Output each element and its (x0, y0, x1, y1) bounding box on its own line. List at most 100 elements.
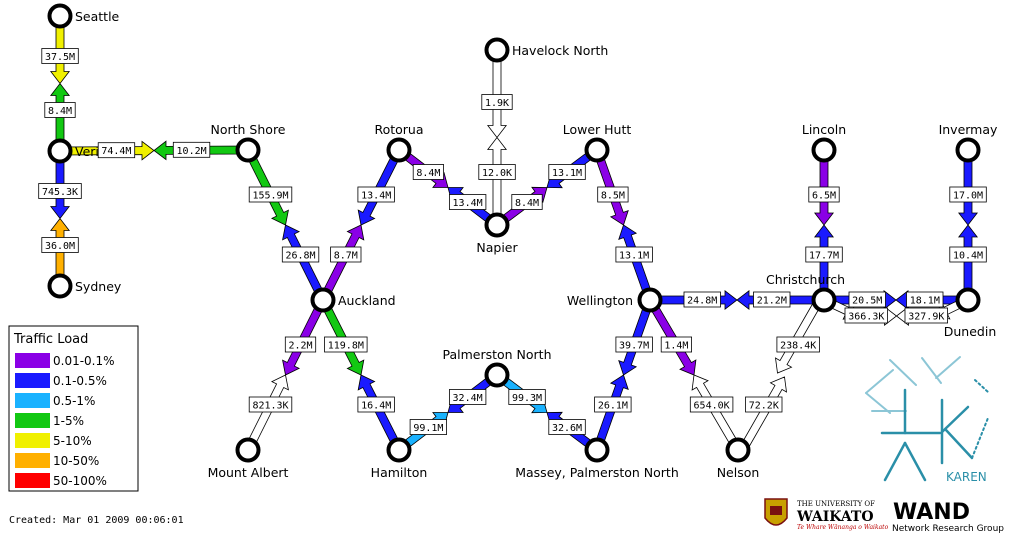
legend-item: 10-50% (15, 453, 99, 468)
link-wellington-christchurch-ab-label-value: 24.8M (687, 296, 717, 307)
node-hamilton-marker (386, 437, 412, 463)
link-wellington-christchurch-ba-label: 21.2M (753, 291, 791, 308)
legend-item-label: 0.5-1% (53, 394, 95, 408)
node-hamilton-label: Hamilton (371, 465, 428, 480)
node-lincoln-marker (811, 137, 837, 163)
link-seattle-verizon (49, 15, 71, 152)
link-auckland-hamilton-ba-arrow (357, 374, 404, 453)
node-auckland-marker (310, 287, 336, 313)
legend-swatch (15, 473, 50, 488)
node-sydney-marker (47, 273, 73, 299)
node-sydney: Sydney (47, 273, 122, 299)
node-verizon-marker (47, 138, 73, 164)
link-wellington-nelson-ab-arrow (645, 297, 697, 376)
node-seattle: Seattle (47, 3, 120, 29)
legend-item-label: 0.1-0.5% (53, 374, 107, 388)
links-layer (49, 15, 979, 455)
node-seattle-marker (47, 3, 73, 29)
link-auckland-hamilton-ab-label: 119.8M (324, 336, 368, 353)
node-wellington: Wellington (567, 287, 663, 313)
link-napier-lowerhutt (494, 146, 600, 229)
link-wellington-nelson (645, 297, 743, 453)
link-rotorua-auckland-ba-arrow (318, 224, 365, 303)
link-wellington-christchurch-ba-label-value: 21.2M (757, 296, 787, 307)
link-rotorua-napier-ba-label-value: 13.4M (453, 198, 483, 209)
link-napier-lowerhutt-ba-label-value: 13.1M (552, 168, 582, 179)
node-lincoln: Lincoln (802, 122, 846, 163)
link-verizon-northshore-ba-label-value: 10.2M (177, 146, 207, 157)
node-christchurch: Christchurch (766, 272, 845, 313)
link-verizon-northshore-ab-label: 74.4M (97, 142, 136, 159)
link-massey-wellington-ba-label-value: 39.7M (619, 341, 649, 352)
legend-item-label: 50-100% (53, 474, 107, 488)
node-mountalbert-marker (235, 437, 261, 463)
legend-swatch (15, 353, 50, 368)
created-timestamp: Created: Mar 01 2009 00:06:01 (9, 515, 184, 526)
node-dunedin: Dunedin (944, 287, 996, 339)
karen-logo: KAREN (865, 356, 989, 484)
link-hamilton-palmerston-ba-label: 32.4M (448, 389, 487, 405)
link-wellington-nelson-ab-label-value: 1.4M (664, 341, 688, 352)
link-christchurch-dunedin-alt-ba-label: 327.9K (904, 307, 948, 324)
link-christchurch-dunedin-ba-label: 18.1M (906, 291, 944, 308)
node-wellington-label: Wellington (567, 293, 633, 308)
node-nelson-label: Nelson (717, 465, 760, 480)
link-invermay-dunedin-ba-label: 10.4M (949, 246, 987, 263)
legend-item: 0.1-0.5% (15, 373, 107, 388)
node-christchurch-marker (811, 287, 837, 313)
legend-swatch (15, 453, 50, 468)
link-napier-lowerhutt-ab-label-value: 8.4M (515, 198, 539, 209)
link-invermay-dunedin (957, 149, 979, 301)
node-mountalbert-label: Mount Albert (208, 465, 289, 480)
link-christchurch-dunedin-alt-ab-label-value: 366.3K (848, 312, 884, 323)
node-havelock-label: Havelock North (512, 43, 608, 58)
karen-logo-text: KAREN (946, 470, 987, 484)
link-seattle-verizon-ba-label: 8.4M (44, 102, 76, 118)
link-auckland-hamilton (318, 297, 404, 453)
legend-item-label: 5-10% (53, 434, 92, 448)
node-rotorua: Rotorua (374, 122, 424, 163)
node-northshore: North Shore (211, 122, 286, 163)
legend-item: 50-100% (15, 473, 107, 488)
legend-item: 5-10% (15, 433, 92, 448)
link-lincoln-christchurch-ab-label-value: 6.5M (812, 191, 836, 202)
link-invermay-dunedin-ab-label-value: 17.0M (953, 191, 983, 202)
nodes-layer: SeattleVerizonSydneyNorth ShoreRotoruaHa… (47, 3, 998, 480)
link-auckland-mountalbert-ba-arrow (243, 374, 289, 453)
legend-items: 0.01-0.1%0.1-0.5%0.5-1%1-5%5-10%10-50%50… (15, 353, 115, 488)
link-auckland-mountalbert-ba-label-value: 821.3K (252, 401, 288, 412)
wand-sub-text: Network Research Group (892, 524, 1004, 534)
legend-swatch (15, 413, 50, 428)
node-napier: Napier (476, 212, 518, 255)
link-lincoln-christchurch-ba-label-value: 17.7M (809, 251, 839, 262)
node-wellington-marker (637, 287, 663, 313)
link-palmerston-massey-ba-label-value: 32.6M (552, 423, 582, 434)
link-lowerhutt-wellington-ab-label: 8.5M (597, 186, 629, 203)
link-rotorua-auckland-ba-label-value: 8.7M (334, 251, 358, 262)
link-palmerston-massey (494, 371, 600, 454)
link-rotorua-napier-ab-label-value: 8.4M (416, 168, 440, 179)
link-palmerston-massey-ba-label: 32.6M (548, 419, 586, 435)
link-christchurch-dunedin-alt-ab-label: 366.3K (844, 307, 888, 324)
link-northshore-auckland-ab-label-value: 155.9M (252, 191, 288, 202)
link-wellington-nelson-ba-label: 654.0K (689, 396, 734, 413)
node-auckland: Auckland (310, 287, 396, 313)
link-hamilton-palmerston-ba-label-value: 32.4M (453, 393, 483, 404)
link-verizon-sydney-ba-label: 36.0M (41, 237, 79, 253)
link-northshore-auckland-ba-label-value: 26.8M (285, 251, 315, 262)
link-lowerhutt-wellington-ab-label-value: 8.5M (601, 191, 625, 202)
node-massey-label: Massey, Palmerston North (515, 465, 679, 480)
link-auckland-mountalbert-ab-label: 2.2M (284, 336, 317, 353)
link-invermay-dunedin-ab-label: 17.0M (949, 186, 987, 203)
node-northshore-marker (235, 137, 261, 163)
wand-logo: WAND Network Research Group (892, 500, 1004, 534)
legend-item: 0.01-0.1% (15, 353, 115, 368)
node-seattle-label: Seattle (75, 9, 120, 24)
link-auckland-mountalbert-ab-label-value: 2.2M (288, 341, 312, 352)
link-seattle-verizon-ba-label-value: 8.4M (48, 106, 72, 117)
link-christchurch-nelson-ba-label: 72.2K (745, 396, 783, 413)
legend-item-label: 10-50% (53, 454, 99, 468)
link-christchurch-dunedin-ab-label-value: 20.5M (852, 296, 882, 307)
link-rotorua-auckland-ab-label-value: 13.4M (361, 191, 391, 202)
